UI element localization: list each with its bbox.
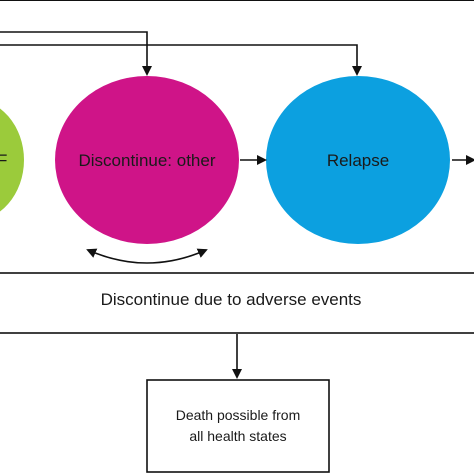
state-label-left: F — [0, 151, 7, 170]
state-circle-relapse — [266, 76, 450, 244]
connector-to-relapse — [0, 44, 362, 76]
adverse-events-label: Discontinue due to adverse events — [101, 290, 362, 309]
state-circle-left — [0, 108, 24, 212]
state-label-discontinue-other: Discontinue: other — [78, 151, 215, 170]
adverse-events-band — [0, 272, 474, 334]
self-loop-arrow — [86, 248, 208, 264]
death-box-line2: all health states — [189, 428, 286, 444]
state-circle-discontinue-other — [55, 76, 239, 244]
death-box — [146, 379, 330, 473]
connector-to-discontinue-other — [0, 31, 152, 76]
state-label-relapse: Relapse — [327, 151, 389, 170]
death-box-line1: Death possible from — [176, 407, 301, 423]
